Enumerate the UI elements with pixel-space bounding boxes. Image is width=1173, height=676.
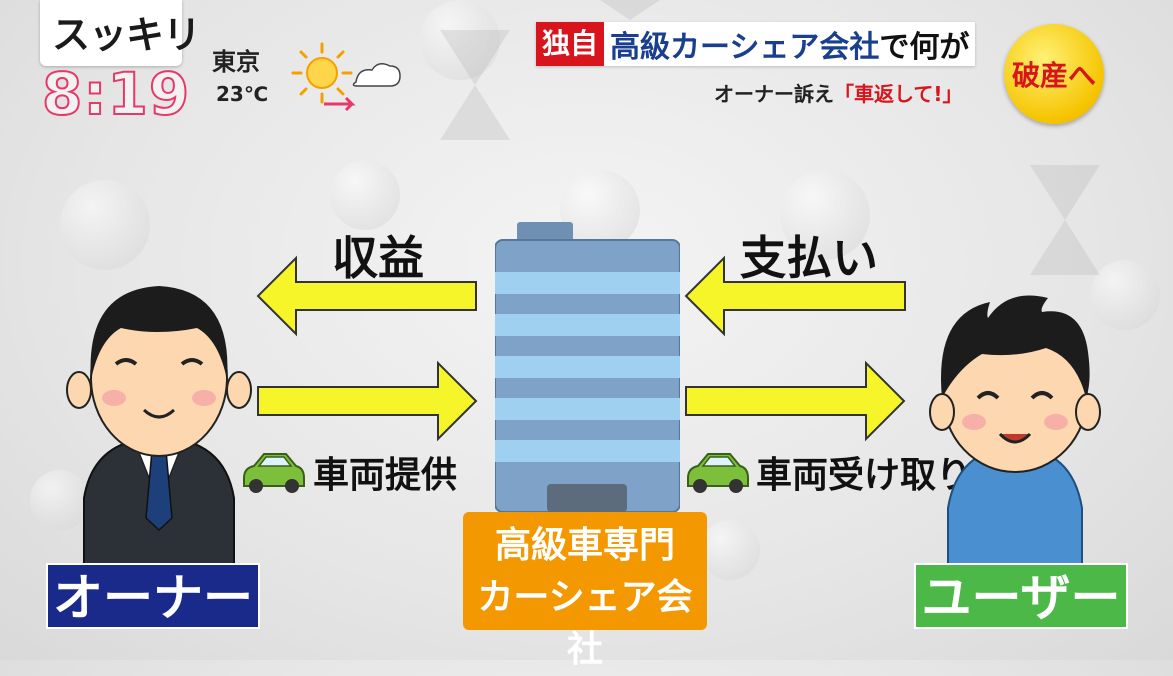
background-hourglass xyxy=(600,0,660,20)
weather-temperature: 23℃ xyxy=(216,82,269,106)
sun-to-cloudy-icon xyxy=(291,42,401,112)
arrow-to-owner xyxy=(256,255,477,337)
background-bubble xyxy=(700,520,760,580)
company-label-line1: 高級車専門 xyxy=(494,525,675,566)
company-label: 高級車専門 カーシェア会社 xyxy=(463,512,707,670)
arrow-label-revenue: 収益 xyxy=(332,231,424,285)
building-icon xyxy=(495,222,680,512)
background-bubble xyxy=(30,470,90,530)
arrow-to-user xyxy=(685,360,906,442)
background-bubble xyxy=(1090,260,1160,330)
user-label: ユーザー xyxy=(914,563,1128,629)
diagram-arrows xyxy=(256,255,906,442)
headline-badge: 破産へ xyxy=(1004,24,1104,124)
headline-tag: 独自 xyxy=(536,22,605,66)
headline-main: 高級カーシェア会社 xyxy=(610,30,880,65)
clock-time: 8:19 xyxy=(41,59,191,129)
subheadline-prefix: オーナー訴え xyxy=(714,82,834,106)
background-bubble xyxy=(420,0,500,80)
headline-text: 高級カーシェア会社で何が xyxy=(604,22,975,66)
arrow-to-company-from-user xyxy=(684,255,906,337)
background-bubble xyxy=(330,160,400,230)
car-icon xyxy=(243,453,305,493)
car-icon xyxy=(687,453,749,493)
owner-person-illustration xyxy=(66,286,252,568)
arrow-to-company-from-owner xyxy=(257,360,478,442)
arrow-label-vehicle-receipt: 車両受け取り xyxy=(756,455,973,496)
subheadline-quote: 「車返して!」 xyxy=(834,82,963,106)
owner-label: オーナー xyxy=(46,563,260,629)
background-bubble xyxy=(780,170,870,260)
background-bubble xyxy=(60,180,150,270)
weather-city: 東京 xyxy=(212,48,260,76)
company-label-line2: カーシェア会社 xyxy=(477,577,693,670)
headline-tail: で何が xyxy=(879,30,970,65)
subheadline: オーナー訴え「車返して!」 xyxy=(714,78,963,107)
program-logo-box xyxy=(40,0,182,66)
background-hourglass xyxy=(440,30,510,140)
arrow-label-vehicle-provision: 車両提供 xyxy=(313,455,458,496)
arrow-label-payment: 支払い xyxy=(740,231,878,285)
background-hourglass xyxy=(1030,165,1100,275)
background-bubble xyxy=(560,170,640,250)
user-person-illustration xyxy=(929,295,1101,568)
headline-banner: 独自 高級カーシェア会社で何が xyxy=(536,22,976,66)
program-logo: スッキリ xyxy=(52,13,201,57)
